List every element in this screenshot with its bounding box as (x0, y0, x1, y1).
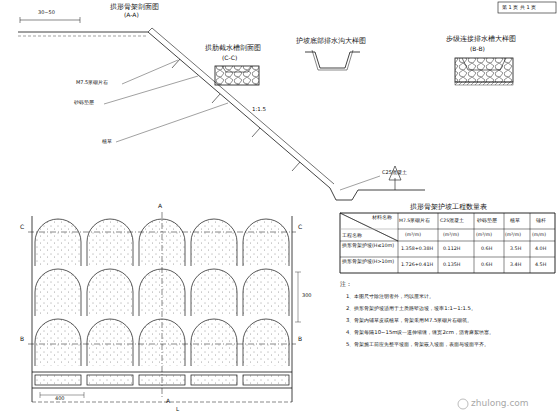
table-cell: 3.5H (510, 246, 521, 252)
table-diagonal (340, 213, 398, 241)
arch-cell (87, 219, 133, 266)
arch-cell (243, 319, 289, 366)
base-cell (139, 375, 185, 385)
arch-cell (243, 219, 289, 266)
table-rule (340, 213, 555, 214)
table-cell: 拱形骨架护坡(H>10m) (342, 259, 397, 265)
arch-cell (35, 219, 81, 266)
table-cell: 4.0H (535, 246, 546, 252)
dimension: 300 (302, 293, 312, 299)
table-header: 工程名称 (342, 233, 362, 239)
table-rule (398, 213, 399, 273)
arch-cell (87, 269, 133, 316)
table-cell: 0.6H (481, 246, 492, 252)
table-unit: (m³/m) (476, 232, 492, 237)
table-cell: 0.6H (481, 262, 492, 268)
note-text: 2、拱形骨架护坡适用于土质路堑边坡，坡率1:1~1:1.5。 (346, 305, 554, 311)
table-rule (340, 273, 555, 274)
table-rule (504, 213, 505, 273)
note-heading: 注： (340, 281, 352, 288)
slope-ratio: 1:1.5 (252, 106, 266, 112)
table-header: 材料名称 (372, 215, 392, 221)
table-rule (340, 241, 555, 242)
material-label: M7.5浆砌片石 (76, 80, 108, 86)
material-label: C25混凝土 (382, 170, 407, 176)
sheet-number: 第 1 页 共 1 页 (502, 5, 536, 11)
table-rule (530, 213, 531, 273)
view-title: 拱形骨架剖面图 (110, 3, 159, 11)
view-title: 拱肋截水槽剖面图 (205, 45, 261, 52)
table-rule (340, 213, 341, 273)
view-title: 护坡底部排水沟大样图 (296, 38, 366, 45)
table-gap (341, 228, 398, 229)
arch-cell (35, 319, 81, 366)
arch-cell (139, 219, 185, 266)
table-header: C25混凝土 (440, 218, 464, 223)
table-cell: 0.112H (443, 246, 460, 252)
table-cell: 4.5H (535, 262, 546, 268)
table-cell: 0.135H (443, 262, 460, 268)
base-cell (243, 375, 289, 385)
dimension: 30~50 (38, 10, 55, 16)
dimension: L (176, 406, 179, 412)
section-mark: B (298, 336, 302, 343)
view-title: 步级连接排水槽大样图 (446, 36, 516, 43)
table-title: 拱形骨架护坡工程数量表 (410, 204, 487, 211)
section-mark: (C-C) (222, 55, 237, 62)
section-mark: (A-A) (124, 12, 139, 19)
note-text: 1、本图尺寸除注明者外，均以厘米计。 (346, 293, 554, 299)
table-header: 锚杆 (536, 218, 546, 223)
table-cell: 3.4H (510, 262, 521, 268)
arch-cell (243, 269, 289, 316)
material-label: 植草 (102, 139, 112, 145)
table-cell: 拱形骨架护坡(H≤10m) (342, 243, 397, 249)
note-text: 5、骨架施工前应先整平坡面，骨架嵌入坡面，表面与坡面平齐。 (346, 341, 554, 347)
table-rule (555, 213, 556, 273)
table-cell: 1.726+0.41H (401, 262, 433, 268)
watermark: zhulong.com (471, 398, 529, 408)
table-rule (438, 213, 439, 273)
note-text: 3、骨架内铺草皮或植草，骨架采用M7.5浆砌片石砌筑。 (346, 317, 554, 323)
base-cell (35, 375, 81, 385)
base-cell (87, 375, 133, 385)
table-header: M7.5浆砌片石 (399, 218, 430, 223)
table-rule (340, 257, 555, 258)
table-unit: (m³/m) (405, 232, 421, 237)
note-text: 4、骨架每隔10~15m设一道伸缩缝，缝宽2cm，沥青麻絮填塞。 (346, 329, 554, 335)
table-header: 砂砾垫层 (477, 218, 497, 223)
arch-cell (87, 319, 133, 366)
table-unit: (m²/m) (505, 232, 521, 237)
arch-cell (35, 269, 81, 316)
table-header: 植草 (510, 218, 520, 223)
table-diagonal (340, 213, 398, 241)
material-label: 砂砾垫层 (74, 100, 94, 106)
section-mark: C (298, 224, 302, 231)
arch-cell (191, 219, 237, 266)
arch-cell (139, 319, 185, 366)
table-cell: 1.358+0.38H (401, 246, 433, 252)
table-rule (474, 213, 475, 273)
arch-cell (191, 319, 237, 366)
section-mark: B (20, 336, 24, 343)
section-mark: A (158, 203, 162, 210)
section-mark: C (20, 224, 24, 231)
dimension: 400 (55, 396, 65, 402)
arch-cell (139, 269, 185, 316)
section-mark: A (166, 398, 170, 405)
section-mark: (B-B) (470, 46, 485, 53)
arch-cell (191, 269, 237, 316)
base-cell (191, 375, 237, 385)
table-unit: (m/m) (532, 232, 546, 237)
table-unit: (m³/m) (443, 232, 459, 237)
